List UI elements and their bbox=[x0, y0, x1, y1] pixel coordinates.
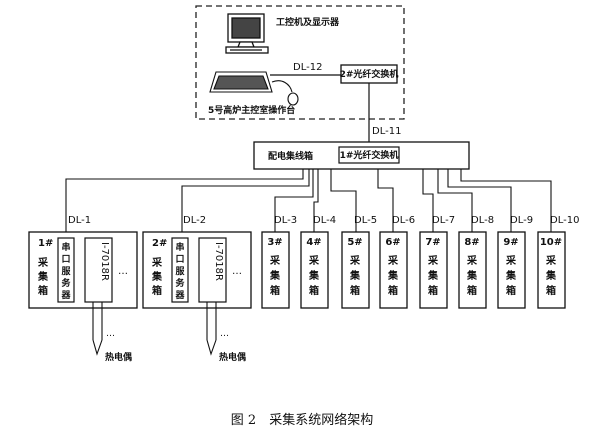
collector-5-number: 5# bbox=[347, 237, 362, 248]
fiber-switch-1 bbox=[338, 146, 400, 164]
figure-caption: 图 2 采集系统网络架构 bbox=[231, 412, 373, 428]
fiber-switch-2-label: 2#光纤交换机 bbox=[340, 68, 399, 80]
collector-1-name: 采集箱 bbox=[37, 256, 49, 297]
collector-box-10: DL-10 10# 采集箱 bbox=[537, 215, 579, 309]
collector-6-name: 采集箱 bbox=[387, 254, 399, 297]
collector-9-name: 采集箱 bbox=[505, 254, 517, 297]
collector-box-4: DL-4 4# 采集箱 bbox=[300, 215, 336, 309]
collector-1-ellipsis: … bbox=[118, 266, 128, 277]
collector-box-2: DL-2 2# 采集箱 串口服务器 I-7018R … … 热电偶 bbox=[142, 215, 252, 363]
link-label-dl-3: DL-3 bbox=[274, 215, 297, 226]
collector-box-5-frame bbox=[341, 231, 370, 309]
collector-1-sensor: 热电偶 bbox=[105, 351, 132, 363]
link-label-dl-11: DL-11 bbox=[372, 126, 401, 137]
fiber-switch-1-label: 1#光纤交换机 bbox=[340, 149, 399, 161]
collector-7-name: 采集箱 bbox=[427, 254, 439, 297]
monitor-icon bbox=[225, 13, 269, 54]
link-label-dl-8: DL-8 bbox=[471, 215, 494, 226]
collector-2-sensor: 热电偶 bbox=[219, 351, 246, 363]
collector-box-6-frame bbox=[379, 231, 408, 309]
link-label-dl-10: DL-10 bbox=[550, 215, 579, 226]
link-label-dl-2: DL-2 bbox=[183, 215, 206, 226]
collector-2-name: 采集箱 bbox=[151, 256, 163, 297]
collector-4-name: 采集箱 bbox=[308, 254, 320, 297]
collector-2-ellipsis: … bbox=[232, 266, 242, 277]
branch-cables bbox=[65, 169, 552, 238]
control-room-frame bbox=[195, 5, 405, 120]
collector-box-6: DL-6 6# 采集箱 bbox=[379, 215, 415, 309]
distribution-box-label: 配电集线箱 bbox=[268, 150, 313, 162]
collector-box-3-frame bbox=[261, 231, 290, 309]
collector-1-serial-server: 串口服务器 bbox=[60, 241, 71, 301]
collector-box-8-frame bbox=[458, 231, 487, 309]
collector-2-number: 2# bbox=[152, 238, 167, 249]
keyboard-icon bbox=[209, 71, 273, 93]
desk-label: 5号高炉主控室操作台 bbox=[208, 104, 295, 116]
link-label-dl-1: DL-1 bbox=[68, 215, 91, 226]
collector-box-3: DL-3 3# 采集箱 bbox=[261, 215, 297, 309]
collector-3-name: 采集箱 bbox=[269, 254, 281, 297]
link-label-dl-5: DL-5 bbox=[354, 215, 377, 226]
simple-collector-boxes: DL-33#采集箱DL-44#采集箱DL-55#采集箱DL-66#采集箱DL-7… bbox=[261, 215, 579, 309]
collector-9-number: 9# bbox=[503, 237, 518, 248]
collector-2-ellipsis-wires: … bbox=[220, 329, 229, 339]
link-label-dl-6: DL-6 bbox=[392, 215, 415, 226]
link-label-dl-12: DL-12 bbox=[293, 62, 322, 73]
collector-box-1: DL-1 1# 采集箱 串口服务器 I-7018R … … 热电偶 bbox=[28, 215, 138, 363]
collector-4-number: 4# bbox=[306, 237, 321, 248]
monitor-label: 工控机及显示器 bbox=[276, 16, 340, 28]
collector-6-number: 6# bbox=[385, 237, 400, 248]
collector-2-serial-server: 串口服务器 bbox=[174, 241, 185, 301]
collector-box-9: DL-9 9# 采集箱 bbox=[497, 215, 533, 309]
collector-box-8: DL-8 8# 采集箱 bbox=[458, 215, 494, 309]
collector-7-number: 7# bbox=[425, 237, 440, 248]
collector-10-number: 10# bbox=[540, 237, 562, 248]
collector-5-name: 采集箱 bbox=[349, 254, 361, 297]
collector-1-module: I-7018R bbox=[99, 242, 110, 281]
collector-box-7: DL-7 7# 采集箱 bbox=[419, 215, 455, 309]
collector-box-4-frame bbox=[300, 231, 329, 309]
collector-10-name: 采集箱 bbox=[545, 254, 557, 297]
mouse-icon bbox=[271, 80, 299, 106]
collector-8-number: 8# bbox=[464, 237, 479, 248]
collector-1-number: 1# bbox=[38, 238, 53, 249]
collector-8-name: 采集箱 bbox=[466, 254, 478, 297]
link-label-dl-4: DL-4 bbox=[313, 215, 336, 226]
link-label-dl-7: DL-7 bbox=[432, 215, 455, 226]
collector-2-module: I-7018R bbox=[213, 242, 224, 281]
collector-box-7-frame bbox=[419, 231, 448, 309]
collector-box-5: DL-5 5# 采集箱 bbox=[341, 215, 377, 309]
collector-box-10-frame bbox=[537, 231, 566, 309]
collector-1-ellipsis-wires: … bbox=[106, 329, 115, 339]
collector-box-9-frame bbox=[497, 231, 526, 309]
link-label-dl-9: DL-9 bbox=[510, 215, 533, 226]
collector-3-number: 3# bbox=[267, 237, 282, 248]
